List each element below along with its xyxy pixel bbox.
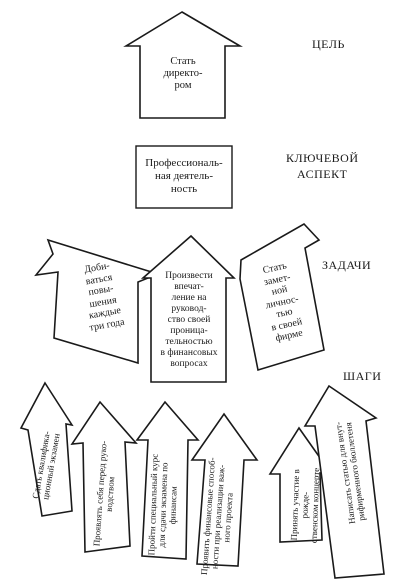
label-goal: ЦЕЛЬ bbox=[312, 37, 345, 51]
goal-text: Стать директо- ром bbox=[163, 56, 203, 91]
task-arrow-3 bbox=[239, 222, 325, 372]
label-tasks: ЗАДАЧИ bbox=[322, 258, 372, 272]
task-arrow-1 bbox=[34, 238, 161, 365]
key-aspect-text: Профессиональ- ная деятель- ность bbox=[145, 157, 223, 195]
step-text-5: Принять участие в рожде- ственском конце… bbox=[288, 467, 322, 544]
step-arrow-4 bbox=[190, 412, 259, 567]
goal-arrow bbox=[123, 11, 243, 119]
step-arrow-1 bbox=[19, 381, 74, 517]
key-aspect-box bbox=[135, 145, 233, 209]
task-arrow-2 bbox=[140, 234, 236, 383]
step-text-3: Пройти специальный курс для сдачи экзаме… bbox=[146, 453, 179, 556]
task-text-2: Произвести впечат- ление на руковод- ств… bbox=[160, 271, 218, 369]
step-arrow-2 bbox=[70, 400, 138, 553]
step-arrow-3 bbox=[135, 400, 200, 560]
step-arrow-6 bbox=[303, 384, 385, 579]
label-steps: ШАГИ bbox=[343, 369, 382, 383]
label-key-aspect: КЛЮЧЕВОЙ АСПЕКТ bbox=[286, 151, 359, 181]
task-text-1: Доби- ваться повы- шения каждые три года bbox=[83, 260, 126, 334]
